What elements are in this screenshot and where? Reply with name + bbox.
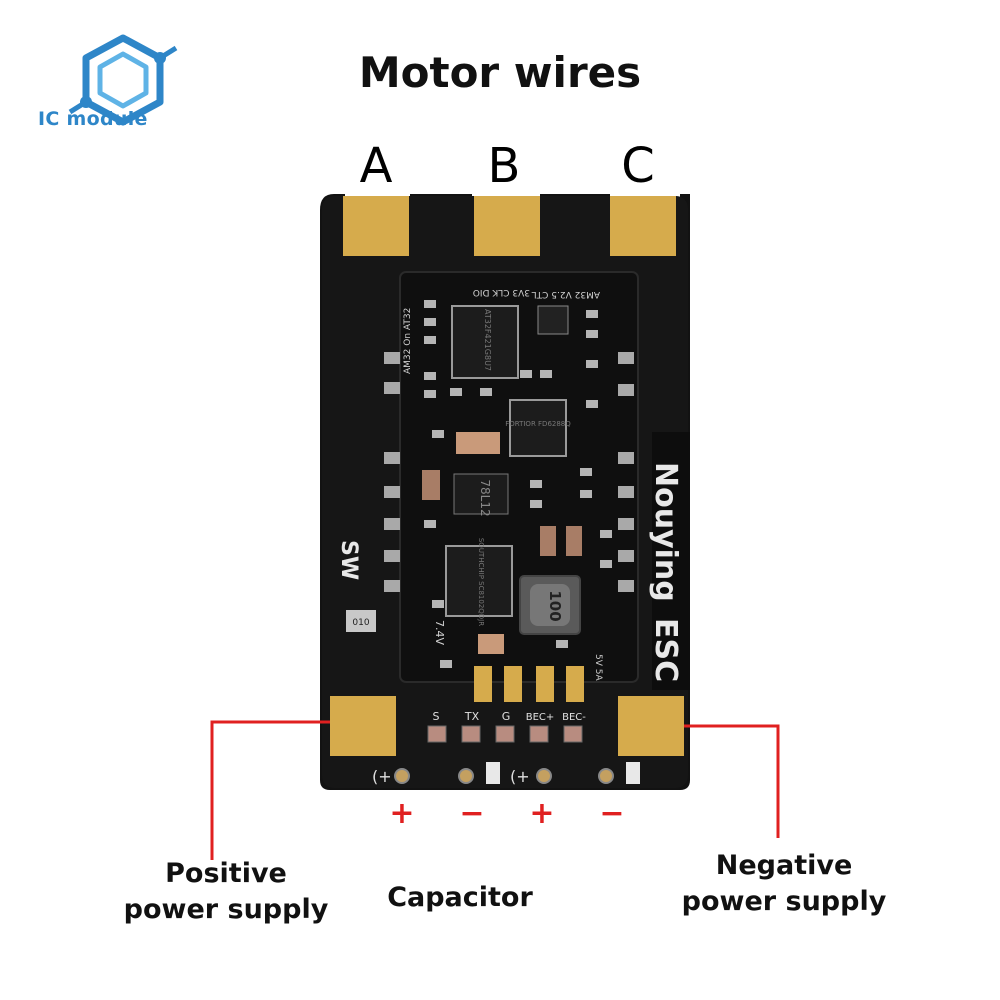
motor-pad-c (610, 196, 676, 256)
voltage-label: 7.4V (433, 620, 446, 645)
sign-minus-1: − (459, 796, 485, 831)
sign-plus-2: + (529, 796, 555, 831)
buck-chip (445, 545, 513, 617)
positive-power-pad (330, 696, 396, 756)
small-cap (346, 610, 376, 632)
chip1-label: AT32F421G8U7 (483, 309, 492, 371)
mcu-chip (451, 305, 519, 379)
pin-label-tx: TX (464, 710, 480, 723)
phase-label-c: C (621, 138, 655, 194)
smd-capacitor (456, 432, 500, 454)
cap-mark-1: (+ (372, 767, 392, 786)
sign-minus-2: − (599, 796, 625, 831)
chip2-label: FORTIOR FD6288Q (505, 420, 571, 428)
mark-side: AM32 On AT32 (403, 308, 413, 374)
positive-callout-line (210, 720, 330, 860)
phase-label-a: A (359, 138, 393, 194)
driver-chip (509, 399, 567, 457)
pin-label-s: S (433, 710, 440, 723)
small-cap-label: 010 (352, 618, 369, 628)
pins-top: 3V3 CLK DIO (473, 287, 530, 297)
motor-pad-b (474, 196, 540, 256)
brand-label: Nouying (648, 462, 683, 602)
negative-power-pad (618, 696, 684, 756)
negative-power-label: Negative power supply (681, 850, 887, 917)
sw-label: SW (336, 540, 361, 580)
hexagon-circuit-icon (68, 34, 178, 126)
pin-label-bec-plus: BEC+ (526, 712, 555, 723)
regulator-label: 78L12 (478, 479, 492, 516)
positive-power-label: Positive power supply (123, 858, 329, 925)
phase-label-b: B (487, 138, 521, 194)
logo-text: IC module (38, 108, 148, 130)
pin-label-bec-minus: BEC- (562, 712, 586, 723)
bec-rating: 5V 5A (593, 654, 603, 681)
negative-callout-line (684, 724, 780, 838)
product-label: ESC (648, 618, 683, 682)
cap-mark-2: (+ (510, 767, 530, 786)
capacitor-label: Capacitor (387, 882, 533, 913)
sign-plus-1: + (389, 796, 415, 831)
page-title: Motor wires (358, 48, 642, 97)
motor-pad-a (343, 196, 409, 256)
pin-label-g: G (502, 710, 511, 723)
mark-top: AM32 V2.5 CTL (532, 289, 600, 299)
regulator-chip (453, 473, 509, 515)
inductor-label: 100 (546, 590, 564, 621)
chip3-label: SOUTHCHIP SC8102QDJR (477, 538, 485, 626)
